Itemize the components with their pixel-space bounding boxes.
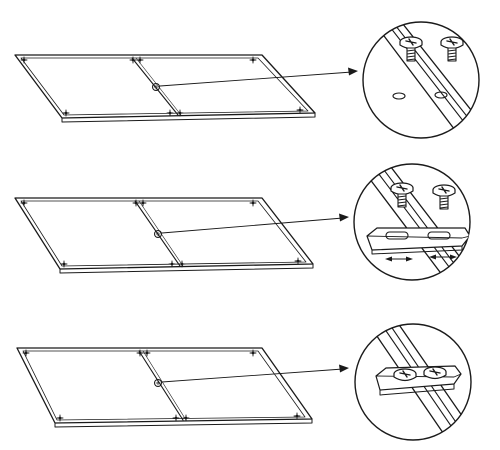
step-1-callout-arrow bbox=[159, 71, 353, 87]
step-1-panel bbox=[14, 54, 316, 123]
step-2-clip bbox=[366, 227, 470, 255]
step-3-screw-right bbox=[423, 366, 447, 380]
step-3-panel bbox=[16, 347, 313, 428]
step-1-hole-right bbox=[434, 91, 448, 99]
step-3-screw-left bbox=[393, 368, 417, 382]
step-3-detail-circle bbox=[354, 323, 472, 441]
step-1-detail-circle bbox=[362, 21, 480, 139]
step-2 bbox=[14, 163, 471, 281]
step-1-hole-left bbox=[392, 92, 406, 100]
step-2-detail-circle bbox=[353, 163, 471, 281]
step-2-slide-arrows bbox=[385, 254, 457, 262]
step-2-panel bbox=[14, 197, 314, 274]
step-1 bbox=[14, 21, 480, 139]
step-3 bbox=[16, 323, 472, 441]
step-1-fastener-point bbox=[152, 83, 160, 91]
step-3-fastener-point bbox=[154, 379, 162, 387]
step-2-callout-arrow bbox=[161, 217, 344, 234]
step-2-fastener-point bbox=[154, 230, 162, 238]
step-3-callout-arrow bbox=[161, 368, 344, 383]
